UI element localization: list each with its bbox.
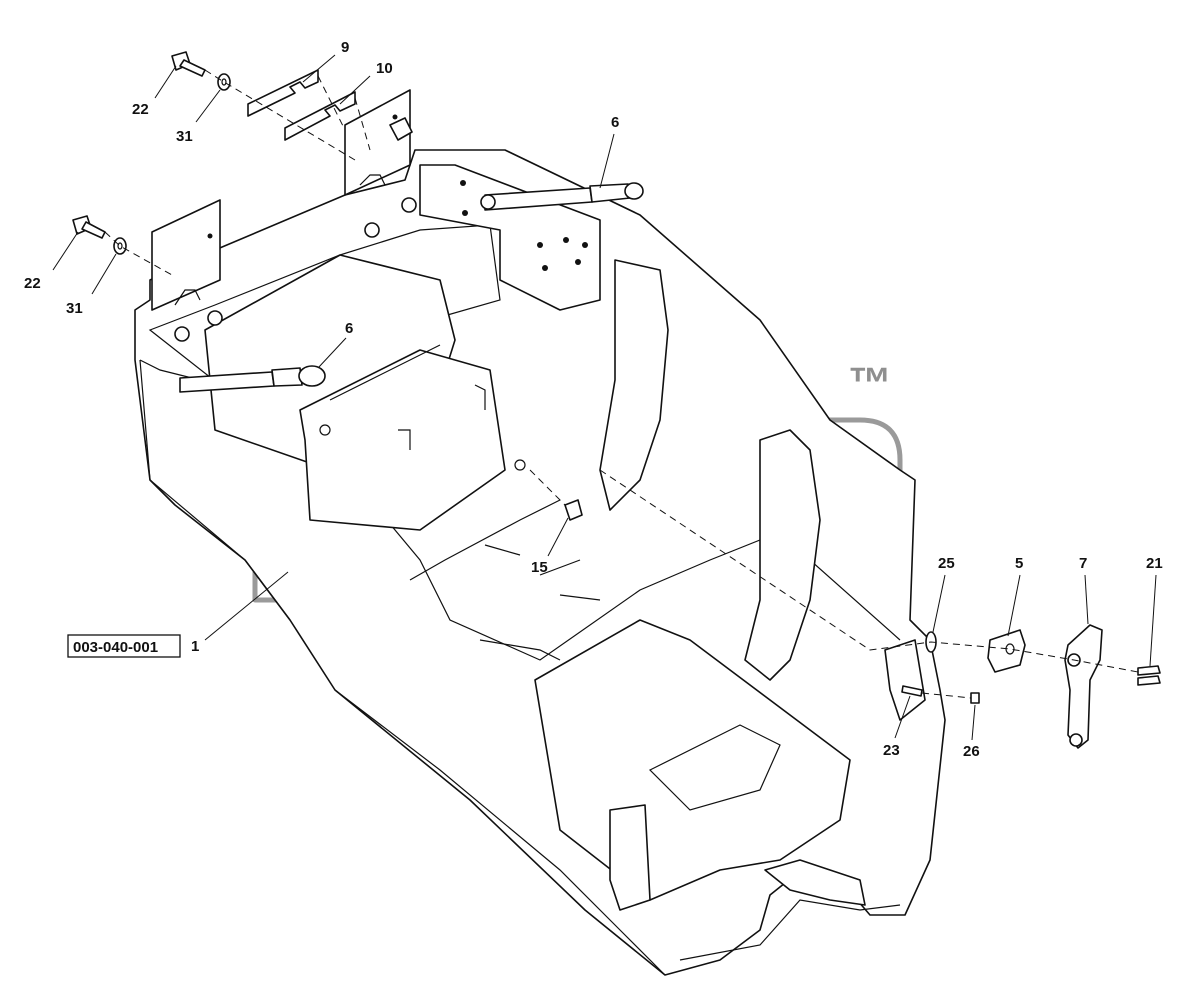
callout-5: 5 — [1015, 555, 1023, 572]
part-9-shim-plate — [247, 69, 319, 117]
part-10-shim-plate — [284, 91, 356, 141]
main-housing — [134, 89, 946, 976]
part-5-bracket — [987, 629, 1026, 673]
assembly-lines — [104, 69, 1139, 699]
part-26-nut — [970, 692, 980, 704]
part-6-gas-strut-rear — [480, 182, 644, 211]
part-22-bolt-lower — [72, 215, 106, 239]
callout-10: 10 — [376, 60, 393, 77]
callout-1: 1 — [191, 638, 199, 655]
callout-22-lower: 22 — [24, 275, 41, 292]
watermark-trademark: ™ — [848, 359, 892, 408]
part-7-latch-lever — [1064, 624, 1103, 749]
callout-21: 21 — [1146, 555, 1163, 572]
callout-25: 25 — [938, 555, 955, 572]
callout-labels: 9 10 22 31 22 31 6 6 15 1 25 5 7 21 23 2… — [24, 39, 1163, 760]
part-31-washer-lower — [113, 237, 127, 255]
callout-9: 9 — [341, 39, 349, 56]
callout-31-lower: 31 — [66, 300, 83, 317]
leader-lines — [52, 54, 1157, 741]
callout-23: 23 — [883, 742, 900, 759]
part-23-pin — [901, 685, 923, 697]
part-6-gas-strut-front — [179, 365, 326, 393]
callout-26: 26 — [963, 743, 980, 760]
callout-6-front: 6 — [345, 320, 353, 337]
part-31-washer-upper — [217, 73, 231, 91]
part-21-screws — [1137, 665, 1161, 686]
part-15-grommet — [564, 499, 583, 521]
callout-22-upper: 22 — [132, 101, 149, 118]
callout-15: 15 — [531, 559, 548, 576]
reference-code: 003-040-001 — [73, 639, 158, 656]
reference-code-box: 003-040-001 — [67, 634, 181, 658]
callout-31-upper: 31 — [176, 128, 193, 145]
callout-7: 7 — [1079, 555, 1087, 572]
callout-6-rear: 6 — [611, 114, 619, 131]
part-22-bolt-upper — [171, 51, 206, 77]
